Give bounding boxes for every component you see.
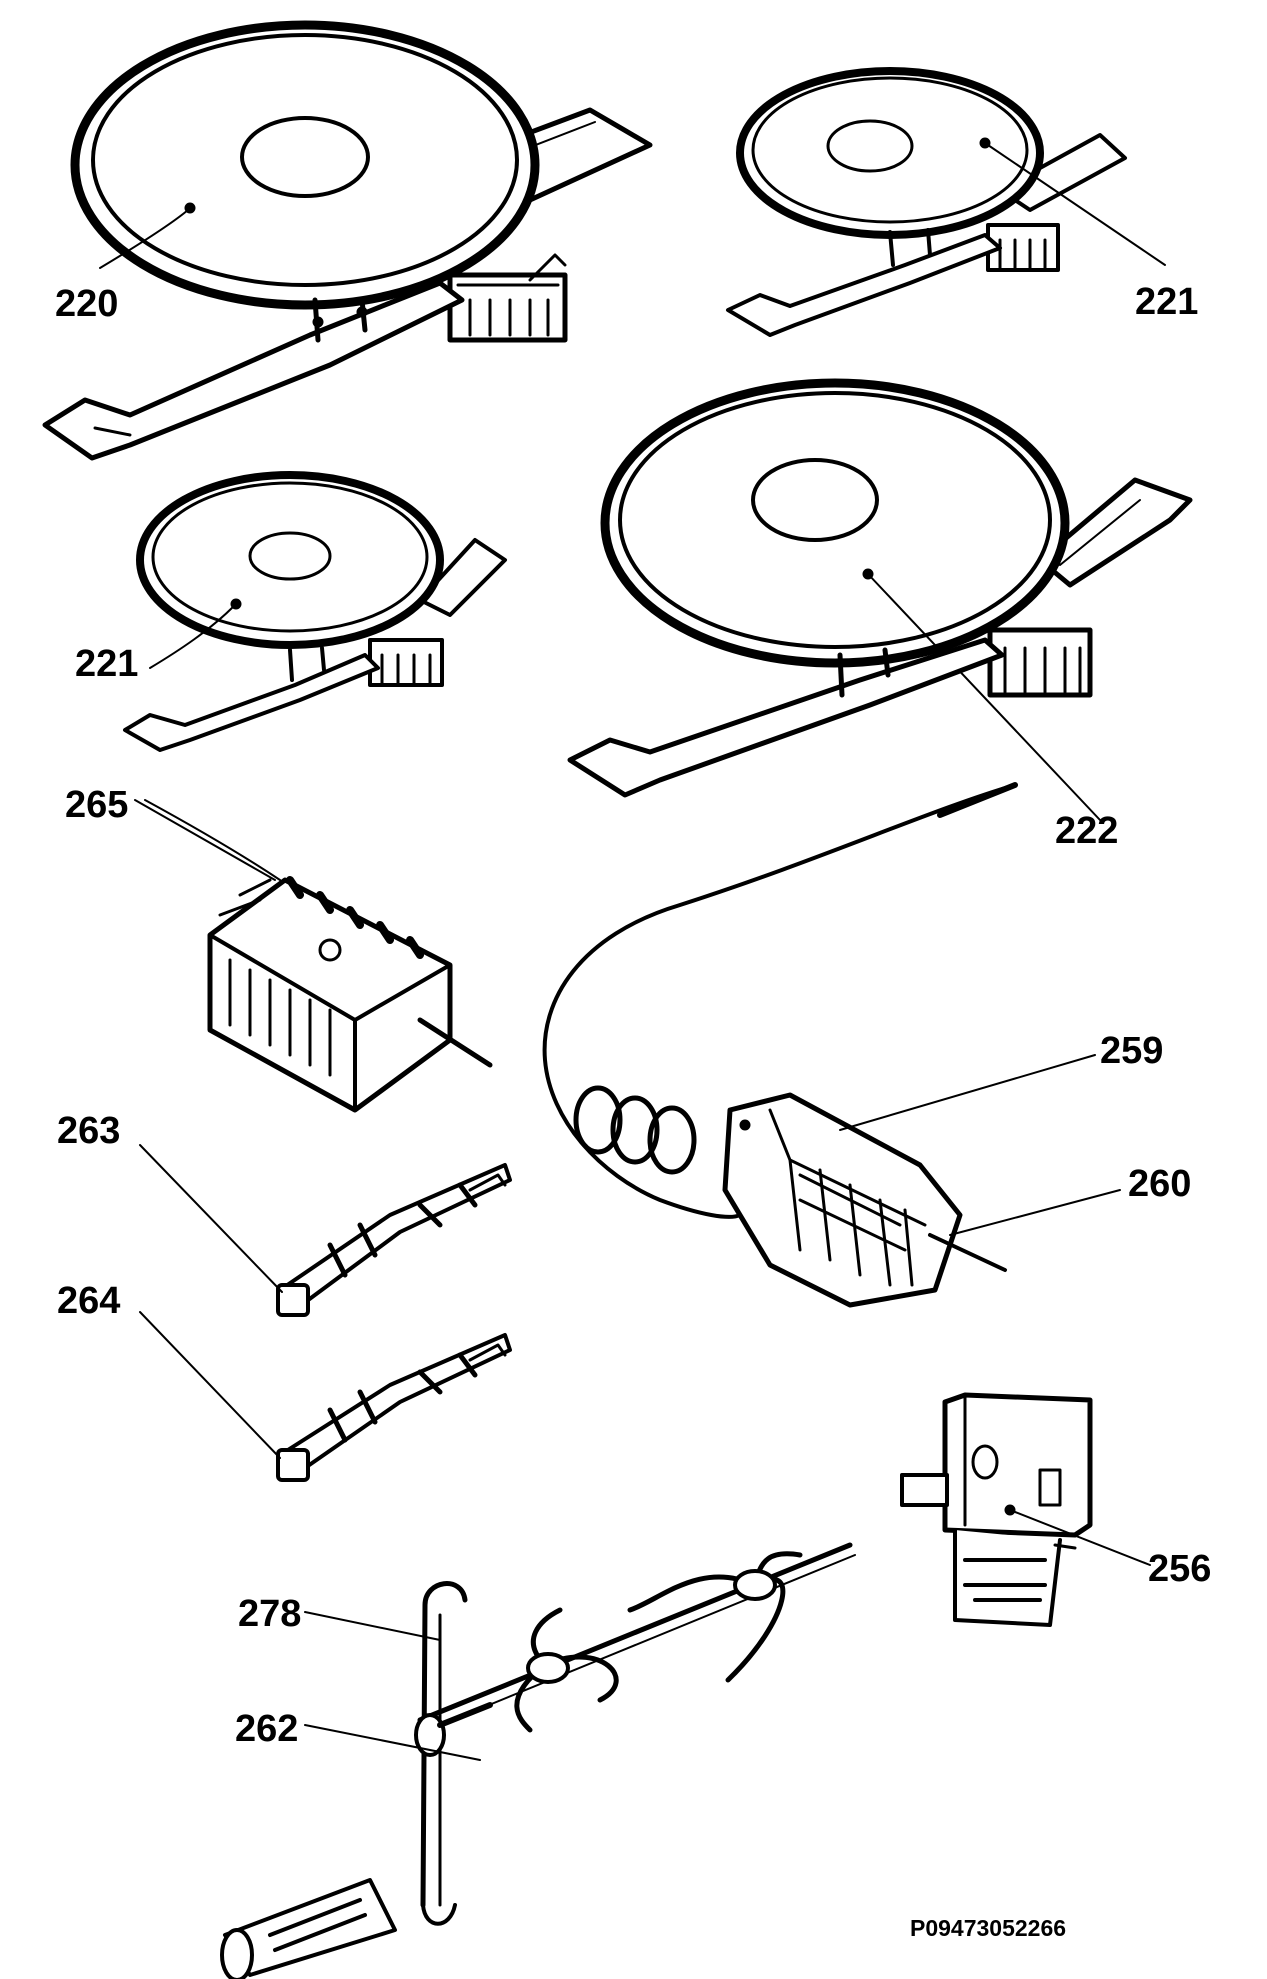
diagram-reference-code: P09473052266 <box>910 1915 1067 1941</box>
thermostat-256 <box>900 1392 1093 1627</box>
leader-259 <box>839 1054 1096 1131</box>
callout-278: 278 <box>238 1593 302 1635</box>
leader-278 <box>304 1611 441 1641</box>
callout-264: 264 <box>57 1280 121 1322</box>
callout-256: 256 <box>1148 1548 1212 1590</box>
callout-262: 262 <box>235 1708 299 1750</box>
leader-264 <box>139 1311 281 1459</box>
callout-221-mid-left: 221 <box>75 643 139 685</box>
callout-265: 265 <box>65 784 129 826</box>
hotplate-221-top-right <box>726 67 1166 337</box>
regulator-259-260 <box>542 782 1018 1308</box>
leader-262 <box>304 1724 481 1761</box>
callout-259: 259 <box>1100 1030 1164 1072</box>
callout-220: 220 <box>55 283 119 325</box>
leader-260 <box>949 1189 1121 1236</box>
leader-256 <box>1009 1509 1151 1566</box>
leader-263 <box>139 1144 283 1293</box>
spindle-264 <box>276 1333 512 1482</box>
leader-265 <box>134 799 276 881</box>
hotplate-222 <box>567 378 1193 821</box>
callout-222: 222 <box>1055 810 1119 852</box>
callout-221-top-right: 221 <box>1135 281 1199 323</box>
callout-260: 260 <box>1128 1163 1192 1205</box>
switch-265 <box>144 799 493 1113</box>
hotplate-221-mid-left <box>123 471 507 752</box>
callout-263: 263 <box>57 1110 121 1152</box>
spit-support-278 <box>420 1581 468 1926</box>
spindle-263 <box>276 1163 512 1317</box>
rotisserie-spit-262 <box>220 1542 856 1979</box>
hotplate-220 <box>42 20 653 461</box>
